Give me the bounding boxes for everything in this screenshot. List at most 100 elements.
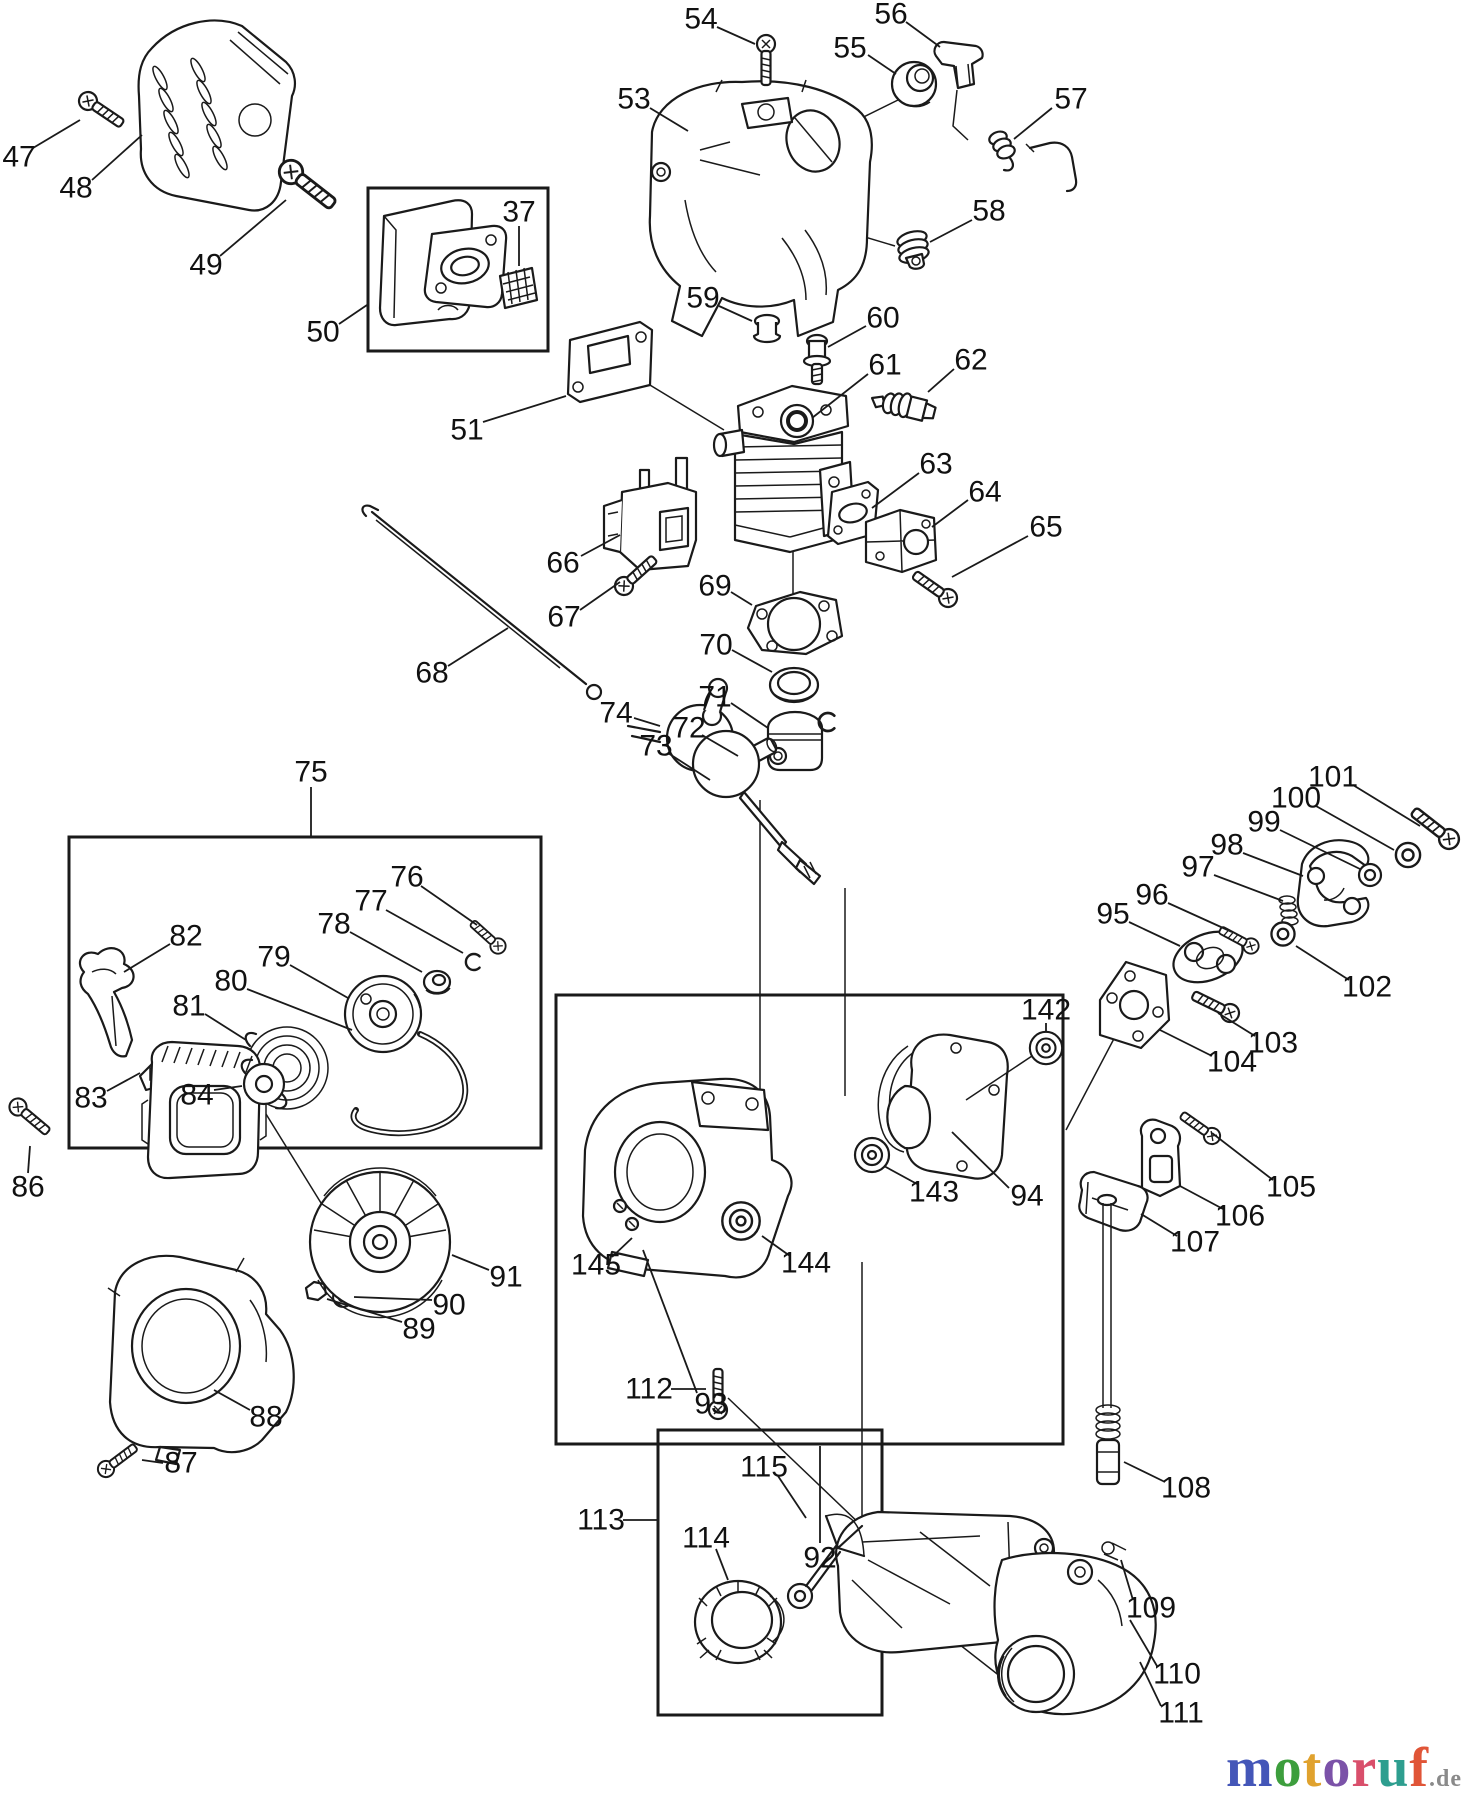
part-label-78: 78 xyxy=(317,908,350,941)
part-103-bolt xyxy=(1188,985,1244,1027)
leader-line-109 xyxy=(1120,1559,1134,1601)
leader-line-54 xyxy=(716,26,756,45)
part-53-engine-cover xyxy=(648,79,873,338)
leader-line-145 xyxy=(611,1237,633,1258)
part-label-142: 142 xyxy=(1021,994,1071,1027)
part-label-101: 101 xyxy=(1308,761,1358,794)
part-label-72: 72 xyxy=(672,712,705,745)
leader-line-108 xyxy=(1123,1461,1166,1483)
part-label-59: 59 xyxy=(686,282,719,315)
leader-line-72 xyxy=(701,734,739,757)
part-label-60: 60 xyxy=(866,302,899,335)
leader-line-66 xyxy=(580,534,621,557)
part-label-58: 58 xyxy=(972,195,1005,228)
leader-line-91 xyxy=(451,1254,490,1271)
leader-line-74 xyxy=(633,717,661,727)
part-82-starter-handle xyxy=(78,947,135,1058)
leader-line-98 xyxy=(1242,852,1304,877)
watermark-letter: m xyxy=(1226,1737,1274,1799)
part-62-spark-plug xyxy=(870,392,937,422)
part-label-65: 65 xyxy=(1029,511,1062,544)
leader-line-90 xyxy=(353,1296,433,1301)
part-label-71: 71 xyxy=(698,681,731,714)
part-105-bolt xyxy=(1176,1107,1225,1149)
part-54-screw xyxy=(755,33,777,87)
assembly-line-8 xyxy=(727,1397,865,1529)
part-label-63: 63 xyxy=(919,448,952,481)
part-label-107: 107 xyxy=(1170,1226,1220,1259)
part-label-69: 69 xyxy=(698,570,731,603)
leader-line-53 xyxy=(649,107,689,132)
leader-line-50 xyxy=(338,304,368,325)
leader-line-105 xyxy=(1211,1132,1274,1181)
part-label-75: 75 xyxy=(294,756,327,789)
leader-line-67 xyxy=(579,581,621,611)
part-61-cylinder xyxy=(712,384,856,554)
part-label-80: 80 xyxy=(214,965,247,998)
part-label-47: 47 xyxy=(2,141,35,174)
part-label-68: 68 xyxy=(415,657,448,690)
leader-line-73 xyxy=(667,752,711,781)
leader-line-144 xyxy=(761,1235,791,1257)
leader-line-94 xyxy=(951,1131,1010,1189)
part-label-93: 93 xyxy=(694,1388,727,1421)
leader-line-100 xyxy=(1315,805,1395,851)
part-label-74: 74 xyxy=(599,697,632,730)
leader-line-59 xyxy=(718,305,753,322)
part-label-81: 81 xyxy=(172,990,205,1023)
part-100-washer xyxy=(1394,841,1422,869)
watermark-text: motoruf xyxy=(1226,1737,1429,1799)
leader-line-47 xyxy=(32,119,81,149)
part-74-crankshaft xyxy=(626,677,822,886)
leader-line-79 xyxy=(289,964,349,999)
part-109-clip xyxy=(1101,1541,1127,1561)
group-box-starter xyxy=(67,835,543,1150)
part-142-bearing xyxy=(1028,1030,1064,1066)
leader-line-61 xyxy=(811,373,869,419)
part-57-spring-wire xyxy=(952,89,1078,193)
leader-line-101 xyxy=(1352,784,1421,827)
leader-line-114 xyxy=(715,1548,729,1581)
part-label-114: 114 xyxy=(682,1522,730,1555)
part-58-grommet xyxy=(896,230,930,270)
part-78-washer xyxy=(422,969,452,995)
part-label-95: 95 xyxy=(1096,898,1129,931)
part-79-starter-pulley xyxy=(343,974,423,1054)
part-label-86: 86 xyxy=(11,1171,44,1204)
part-115-cap-retainer xyxy=(786,1513,866,1610)
part-64-insulator xyxy=(864,508,938,574)
leader-line-89 xyxy=(326,1298,403,1323)
watermark-letter: o xyxy=(1322,1737,1352,1799)
part-label-90: 90 xyxy=(432,1289,465,1322)
part-label-57: 57 xyxy=(1054,83,1087,116)
part-106-bracket xyxy=(1139,1118,1182,1198)
leader-line-87 xyxy=(141,1459,164,1464)
line-142-to-case xyxy=(965,1055,1033,1101)
leader-line-62 xyxy=(927,368,955,393)
part-143-crankcase-half xyxy=(877,1033,1009,1180)
part-87-screw xyxy=(93,1439,142,1482)
part-label-115: 115 xyxy=(740,1451,788,1484)
part-label-37: 37 xyxy=(502,196,535,229)
leader-line-82 xyxy=(123,943,171,973)
part-label-61: 61 xyxy=(868,349,901,382)
leader-line-93 xyxy=(642,1249,698,1394)
leader-line-71 xyxy=(730,702,769,729)
part-label-112: 112 xyxy=(625,1373,673,1406)
part-50-muffler xyxy=(378,199,508,327)
part-68-throttle-wire xyxy=(361,504,603,701)
part-label-91: 91 xyxy=(489,1261,522,1294)
leader-line-104 xyxy=(1159,1029,1213,1057)
leader-line-68 xyxy=(447,627,509,667)
part-77-clip xyxy=(464,952,481,972)
part-label-103: 103 xyxy=(1248,1027,1298,1060)
part-label-62: 62 xyxy=(954,344,987,377)
leader-line-76 xyxy=(420,885,478,926)
leader-line-57 xyxy=(1013,107,1053,140)
part-91-flywheel xyxy=(308,1167,452,1319)
part-59-grommet xyxy=(752,313,782,344)
leader-line-80 xyxy=(246,988,353,1031)
part-label-144: 144 xyxy=(781,1247,831,1280)
part-75-starter-housing xyxy=(141,1040,267,1180)
